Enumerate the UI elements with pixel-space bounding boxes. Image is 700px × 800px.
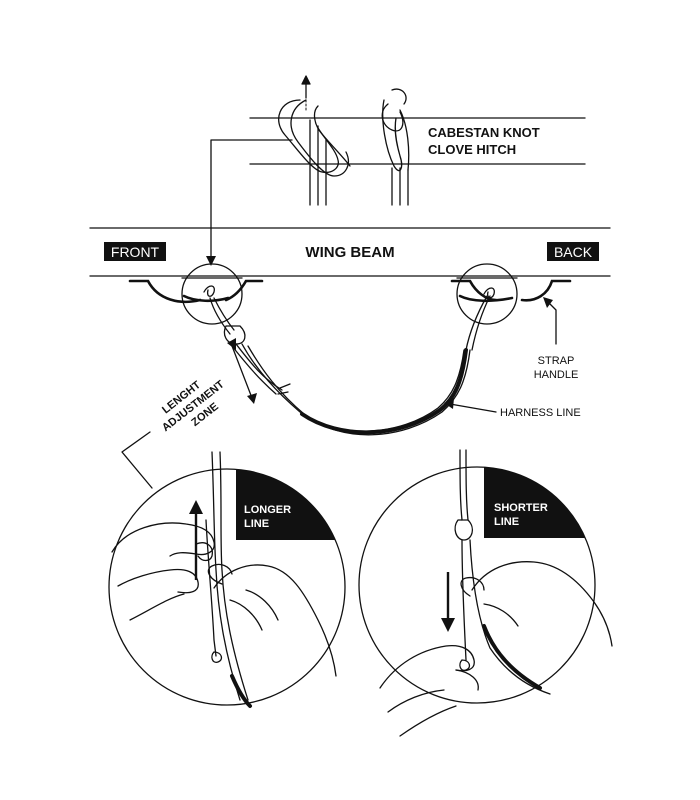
front-attachment-circle — [181, 263, 243, 325]
front-tag — [104, 242, 166, 261]
knot-pointer-line — [210, 139, 293, 259]
harness-line: HARNESS LINE STRAP HANDLE LENGHT ADJUSTM… — [121, 295, 581, 489]
longer-line-label-1: LONGER — [244, 504, 291, 516]
shorter-adjustment-loop — [454, 519, 474, 541]
cabestan-knot-label: CABESTAN KNOT — [428, 125, 540, 140]
back-tag — [547, 242, 599, 261]
back-attachment-circle — [456, 263, 518, 325]
adjustment-zone-label: LENGHT ADJUSTMENT ZONE — [160, 378, 227, 434]
front-strap-handle — [128, 279, 202, 304]
arrow-down-icon — [206, 256, 216, 266]
knot-detail: CABESTAN KNOT CLOVE HITCH — [206, 75, 586, 266]
zone-leader-line — [121, 431, 153, 489]
right-hand-lower — [213, 564, 337, 677]
arrow-up-icon — [301, 75, 311, 85]
harness-line-label: HARNESS LINE — [500, 407, 581, 419]
longer-line-detail: LONGER LINE — [108, 451, 346, 708]
adjust-arrow-up-icon — [227, 338, 236, 350]
clove-hitch-drawing — [381, 88, 410, 206]
cabestan-knot-drawing — [278, 75, 351, 206]
shorter-line-label-2: LINE — [494, 516, 519, 528]
arrow-left-icon — [444, 398, 454, 409]
shorter-arrow-down-icon — [441, 618, 455, 632]
right-hand-upper — [471, 561, 613, 647]
longer-arrow-up-icon — [189, 500, 203, 514]
front-label: FRONT — [111, 244, 160, 260]
longer-line-circle — [108, 468, 346, 706]
shorter-line-label-1: SHORTER — [494, 502, 548, 514]
shorter-line-circle — [358, 466, 596, 704]
adjust-arrow-down-icon — [247, 393, 257, 404]
wing-beam-label: WING BEAM — [305, 244, 394, 261]
strap-pointer-arrow-icon — [543, 297, 553, 308]
back-label: BACK — [554, 244, 593, 260]
shorter-line-detail: SHORTER LINE — [358, 449, 613, 737]
clove-hitch-label: CLOVE HITCH — [428, 142, 516, 157]
left-hand-upper — [111, 522, 215, 557]
strap-label-line1: STRAP — [538, 355, 575, 367]
strap-label-line2: HANDLE — [534, 369, 579, 381]
left-hand-lower — [379, 644, 475, 689]
wing-beam: WING BEAM FRONT BACK — [89, 227, 611, 325]
longer-line-label-2: LINE — [244, 518, 269, 530]
